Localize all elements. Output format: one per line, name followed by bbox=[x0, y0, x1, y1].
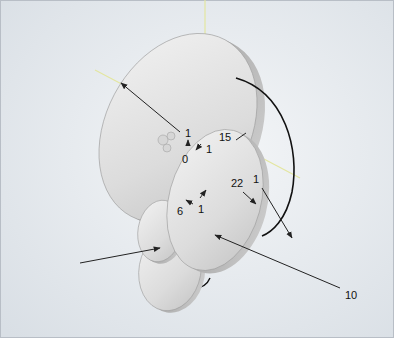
dimension-arrow bbox=[186, 200, 193, 204]
dimension-line bbox=[262, 188, 292, 238]
dimension-value: 15 bbox=[218, 131, 232, 143]
dimension-arrow bbox=[188, 140, 189, 146]
leader-line bbox=[215, 235, 340, 288]
dimension-line bbox=[236, 133, 246, 140]
dimension-line bbox=[121, 83, 180, 132]
dimension-value: 6 bbox=[176, 205, 184, 217]
hub-bump bbox=[158, 135, 168, 145]
dimension-value: 22 bbox=[230, 177, 244, 189]
front-disc bbox=[152, 119, 278, 282]
leader-line bbox=[80, 248, 160, 263]
dimension-arrow bbox=[196, 144, 201, 150]
dimension-value: 1 bbox=[252, 173, 260, 185]
dimension-value: 1 bbox=[205, 143, 213, 155]
hub-bump bbox=[163, 144, 171, 152]
dimension-arrow bbox=[200, 190, 206, 198]
dimension-value: 10 bbox=[344, 289, 358, 301]
dimension-value: 1 bbox=[184, 127, 192, 139]
hub-bump bbox=[167, 132, 175, 140]
dimension-line bbox=[243, 192, 256, 204]
dimension-value: 0 bbox=[181, 153, 189, 165]
dimension-value: 1 bbox=[197, 203, 205, 215]
